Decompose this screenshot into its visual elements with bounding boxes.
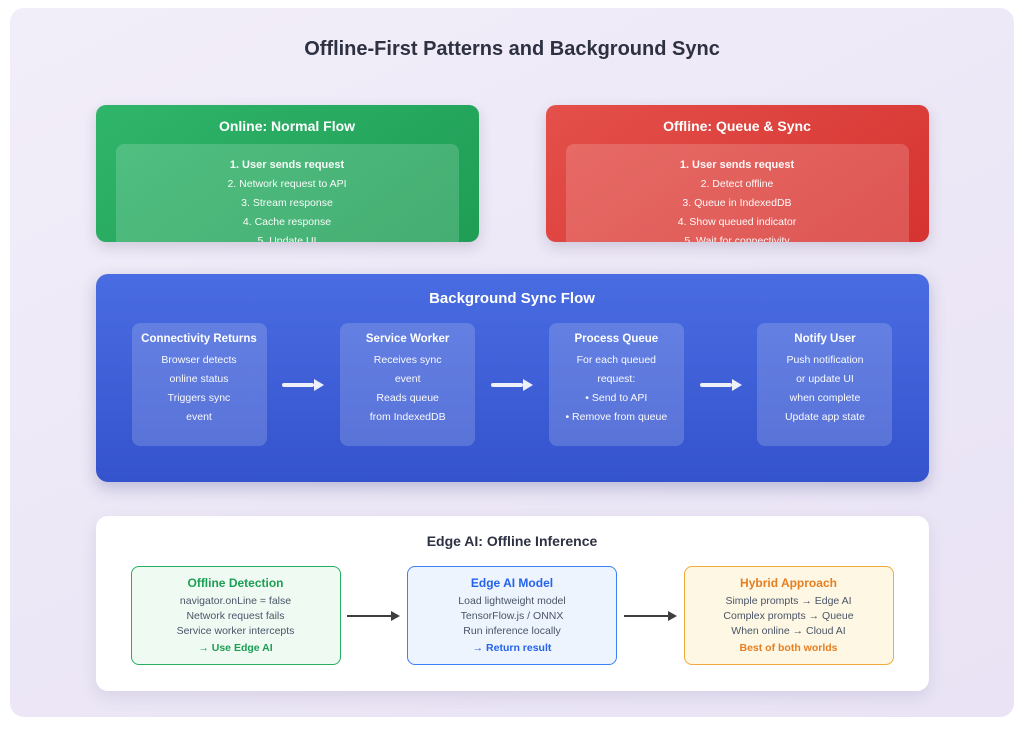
online-steps-panel: 1. User sends request 2. Network request… bbox=[115, 144, 459, 242]
sync-node-title: Connectivity Returns bbox=[141, 333, 257, 345]
edge-box-line: When online → Cloud AI bbox=[731, 625, 846, 637]
sync-node-line: event bbox=[186, 411, 212, 423]
background-sync-title: Background Sync Flow bbox=[429, 290, 595, 307]
arrow-right-icon bbox=[347, 610, 401, 621]
sync-node-notify-user: Notify User Push notification or update … bbox=[757, 323, 893, 446]
arrow-right-icon bbox=[490, 378, 533, 391]
offline-flow-card: Offline: Queue & Sync 1. User sends requ… bbox=[545, 105, 929, 242]
flow-step: 2. Detect offline bbox=[700, 178, 774, 190]
flow-step: 1. User sends request bbox=[679, 159, 795, 171]
sync-node-line: from IndexedDB bbox=[369, 411, 446, 423]
arrow-right-icon bbox=[623, 610, 677, 621]
sync-node-line: • Remove from queue bbox=[565, 411, 668, 423]
sync-node-title: Service Worker bbox=[365, 333, 450, 345]
edge-box-line: Complex prompts → Queue bbox=[723, 610, 854, 622]
sync-node-title: Process Queue bbox=[574, 333, 659, 345]
edge-box-highlight: Best of both worlds bbox=[739, 642, 838, 654]
page-title: Offline-First Patterns and Background Sy… bbox=[304, 38, 720, 60]
offline-flow-title: Offline: Queue & Sync bbox=[663, 118, 811, 134]
arrow-head bbox=[731, 378, 742, 391]
edge-box-offline-detection: Offline Detection navigator.onLine = fal… bbox=[130, 566, 341, 665]
sync-node-line: Push notification bbox=[786, 354, 864, 366]
edge-box-edge-ai-model: Edge AI Model Load lightweight model Ten… bbox=[407, 566, 617, 665]
edge-box-line: Simple prompts → Edge AI bbox=[725, 595, 852, 607]
edge-box-line: TensorFlow.js / ONNX bbox=[460, 610, 564, 622]
arrow-head bbox=[522, 378, 533, 391]
diagram-canvas: Offline-First Patterns and Background Sy… bbox=[10, 8, 1014, 717]
online-flow-card: Online: Normal Flow 1. User sends reques… bbox=[95, 105, 479, 242]
edge-ai-title: Edge AI: Offline Inference bbox=[426, 533, 598, 549]
edge-ai-card: Edge AI: Offline Inference Offline Detec… bbox=[95, 516, 929, 691]
edge-box-line: Load lightweight model bbox=[458, 595, 566, 607]
flow-step: 5. Wait for connectivity bbox=[684, 235, 790, 242]
flow-step: 3. Stream response bbox=[241, 197, 333, 209]
edge-box-title: Offline Detection bbox=[187, 576, 284, 590]
arrow-shaft bbox=[282, 382, 315, 387]
sync-node-line: Receives sync bbox=[373, 354, 442, 366]
edge-box-title: Edge AI Model bbox=[470, 576, 554, 590]
edge-box-line: navigator.onLine = false bbox=[179, 595, 292, 607]
sync-node-line: For each queued bbox=[576, 354, 657, 366]
arrow-shaft bbox=[699, 382, 732, 387]
sync-node-title: Notify User bbox=[794, 333, 856, 345]
sync-node-line: or update UI bbox=[796, 373, 854, 385]
edge-box-highlight: → Use Edge AI bbox=[198, 642, 273, 654]
sync-node-service-worker: Service Worker Receives sync event Reads… bbox=[340, 323, 476, 446]
sync-node-line: Triggers sync bbox=[167, 392, 231, 404]
flow-step: 4. Show queued indicator bbox=[677, 216, 797, 228]
sync-node-line: Reads queue bbox=[376, 392, 439, 404]
arrow-head bbox=[314, 378, 325, 391]
sync-node-connectivity-returns: Connectivity Returns Browser detects onl… bbox=[131, 323, 267, 446]
flow-step: 3. Queue in IndexedDB bbox=[682, 197, 792, 209]
edge-box-highlight: → Return result bbox=[472, 642, 552, 654]
flow-step: 4. Cache response bbox=[242, 216, 332, 228]
arrow-right-icon bbox=[699, 378, 742, 391]
arrow-shaft bbox=[347, 614, 392, 617]
edge-box-hybrid-approach: Hybrid Approach Simple prompts → Edge AI… bbox=[683, 566, 894, 665]
offline-steps-panel: 1. User sends request 2. Detect offline … bbox=[565, 144, 909, 242]
sync-node-line: when complete bbox=[789, 392, 861, 404]
sync-node-process-queue: Process Queue For each queued request: •… bbox=[548, 323, 684, 446]
flow-step: 1. User sends request bbox=[229, 159, 345, 171]
sync-node-line: • Send to API bbox=[585, 392, 648, 404]
edge-box-line: Run inference locally bbox=[463, 625, 561, 637]
edge-ai-row: Offline Detection navigator.onLine = fal… bbox=[96, 549, 929, 665]
sync-node-line: Update app state bbox=[784, 411, 865, 423]
edge-box-line: Network request fails bbox=[186, 610, 285, 622]
online-flow-title: Online: Normal Flow bbox=[218, 118, 356, 134]
background-sync-card: Background Sync Flow Connectivity Return… bbox=[95, 274, 929, 482]
sync-node-line: online status bbox=[169, 373, 229, 385]
flow-step: 5. Update UI bbox=[257, 235, 317, 242]
arrow-shaft bbox=[490, 382, 523, 387]
arrow-shaft bbox=[623, 614, 668, 617]
arrow-head bbox=[667, 610, 677, 621]
edge-box-line: Service worker intercepts bbox=[176, 625, 295, 637]
edge-box-title: Hybrid Approach bbox=[740, 576, 837, 590]
arrow-head bbox=[391, 610, 401, 621]
sync-node-line: event bbox=[394, 373, 421, 385]
top-row: Online: Normal Flow 1. User sends reques… bbox=[95, 105, 929, 242]
sync-node-line: Browser detects bbox=[161, 354, 237, 366]
sync-flow-row: Connectivity Returns Browser detects onl… bbox=[96, 307, 929, 446]
arrow-right-icon bbox=[282, 378, 325, 391]
sync-node-line: request: bbox=[597, 373, 636, 385]
flow-step: 2. Network request to API bbox=[227, 178, 347, 190]
diagram-content: Online: Normal Flow 1. User sends reques… bbox=[95, 105, 929, 691]
